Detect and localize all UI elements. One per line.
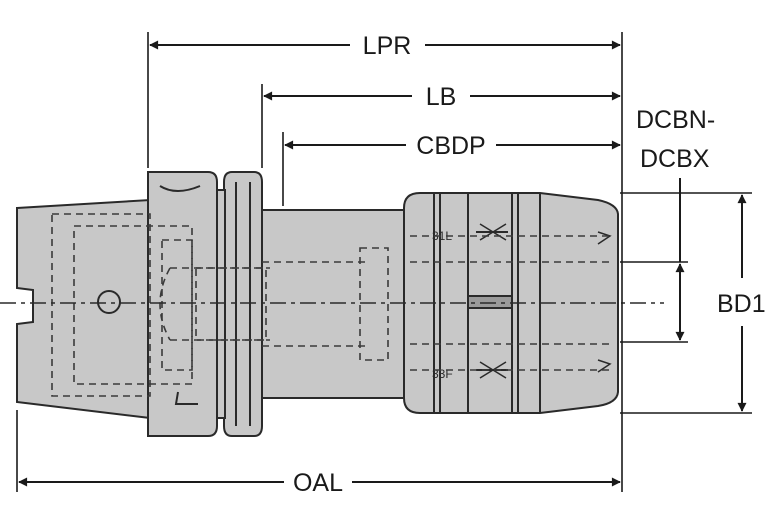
extension-body [261, 209, 413, 399]
label-lb: LB [426, 83, 457, 111]
label-cbdp: CBDP [416, 132, 485, 160]
hidden-lines [51, 213, 610, 397]
svg-text:31L: 31L [432, 229, 452, 243]
holder-body [16, 171, 619, 437]
taper-shank [16, 198, 151, 420]
label-bd1: BD1 [717, 290, 766, 318]
flange-details [159, 182, 251, 426]
label-dcbn: DCBN- [636, 106, 715, 134]
flange [147, 171, 218, 437]
shank-hole [97, 290, 121, 314]
flange-neck [216, 189, 226, 419]
label-dcbx: DCBX [640, 145, 710, 173]
extension-lines [16, 32, 752, 492]
label-lpr: LPR [363, 32, 412, 60]
groove-ring [223, 171, 263, 437]
label-oal: OAL [293, 469, 343, 497]
dimension-lines [18, 40, 747, 487]
svg-text:33F: 33F [432, 367, 453, 381]
